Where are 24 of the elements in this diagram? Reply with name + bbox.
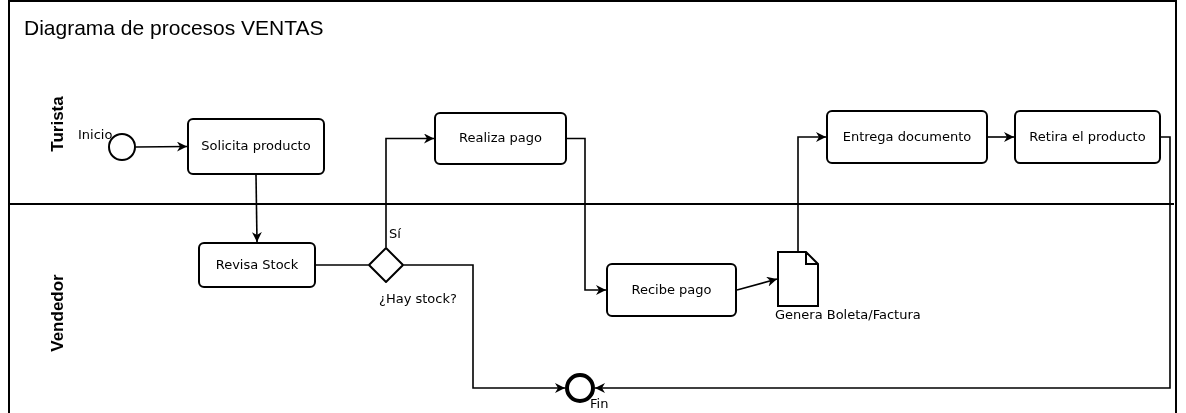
process-box: Recibe pago [606, 263, 737, 317]
arrow [594, 136, 1171, 393]
arrow [135, 141, 188, 152]
shape-caption: Inicio [78, 127, 113, 143]
process-box: Retira el producto [1014, 110, 1161, 164]
arrow [566, 137, 607, 295]
arrow [403, 264, 566, 393]
document-shape [777, 251, 819, 307]
process-box: Entrega documento [826, 110, 988, 164]
process-box: Realiza pago [434, 112, 567, 165]
process-box: Solicita producto [187, 118, 325, 175]
diagram-title: Diagrama de procesos VENTAS [24, 15, 324, 41]
arrow [251, 174, 262, 243]
shape-caption: Genera Boleta/Factura [775, 307, 921, 323]
shape-caption: Fin [590, 396, 609, 412]
arrow [987, 132, 1015, 142]
lane-label: Turista [47, 96, 69, 152]
shape-caption: ¿Hay stock? [379, 291, 457, 307]
decision-diamond [368, 247, 404, 283]
arrow [797, 132, 827, 252]
lane-label: Vendedor [47, 273, 69, 352]
arrow [736, 276, 778, 291]
process-box: Revisa Stock [198, 242, 316, 288]
arrow [385, 133, 435, 248]
